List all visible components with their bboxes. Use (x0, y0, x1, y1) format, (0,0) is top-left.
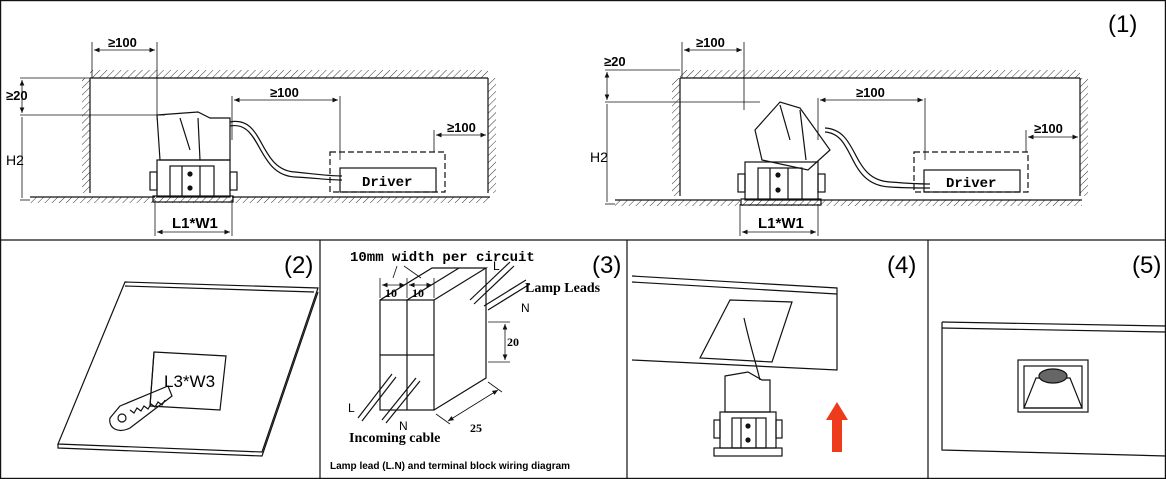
panel-4: (4) (631, 252, 916, 457)
p3-caption: Lamp lead (L.N) and terminal block wirin… (330, 461, 570, 472)
panel-1: (1) (6, 11, 1137, 236)
p3-lead-l-top: L (493, 259, 500, 273)
p3-lamp-leads-label: Lamp Leads (525, 281, 601, 296)
installed-ceiling (941, 321, 1166, 457)
p1-left-dim-side: ≥20 (6, 88, 28, 103)
p3-incoming-cable-label: Incoming cable (349, 431, 440, 446)
p1-left-dim-right: ≥100 (447, 120, 476, 135)
p3-dim-a: 10 (385, 286, 397, 300)
p1-left-height-label: H2 (6, 152, 24, 168)
p1-right-dim-right: ≥100 (1034, 121, 1063, 136)
saw-icon (109, 385, 173, 431)
ceiling-slab (631, 275, 838, 371)
panel-5-number: (5) (1132, 252, 1161, 279)
p1-right-height-label: H2 (590, 149, 608, 165)
p1-left-cutout-label: L1*W1 (172, 215, 218, 232)
panel-3: (3) 10mm width per circuit (330, 250, 621, 472)
p1-right-dim-top: ≥100 (696, 35, 725, 50)
panel-1-number: (1) (1108, 11, 1137, 38)
p1-right-dim-mid: ≥100 (856, 85, 885, 100)
p3-lead-l-bottom: L (348, 401, 355, 415)
ceiling-board (57, 281, 319, 457)
panel-2: (2) L3*W3 (57, 252, 319, 457)
p1-right-dim-side: ≥20 (604, 54, 626, 69)
panel-1-right-view (604, 42, 1088, 236)
p1-right-driver-label: Driver (946, 176, 996, 192)
p1-left-dim-top: ≥100 (108, 35, 137, 50)
panel-4-number: (4) (887, 252, 916, 279)
panel-5: (5) (941, 252, 1166, 457)
p1-right-cutout-label: L1*W1 (758, 215, 804, 232)
p3-lead-n-bottom: N (399, 419, 408, 433)
p3-lead-n-top: N (521, 301, 530, 315)
p1-left-driver-label: Driver (362, 175, 412, 191)
panel-2-number: (2) (284, 252, 313, 279)
p3-dim-b: 10 (412, 286, 424, 300)
terminal-block (357, 261, 531, 425)
p3-dim-depth: 25 (470, 421, 482, 435)
p3-header: 10mm width per circuit (350, 250, 535, 266)
panel-1-left-view (19, 42, 496, 236)
insert-arrow-icon (826, 402, 848, 452)
p2-cutout-label: L3*W3 (164, 372, 215, 391)
panel-3-number: (3) (592, 252, 621, 279)
luminaire-insert (713, 317, 783, 457)
p1-left-dim-mid: ≥100 (270, 85, 299, 100)
p3-dim-height: 20 (507, 335, 519, 349)
